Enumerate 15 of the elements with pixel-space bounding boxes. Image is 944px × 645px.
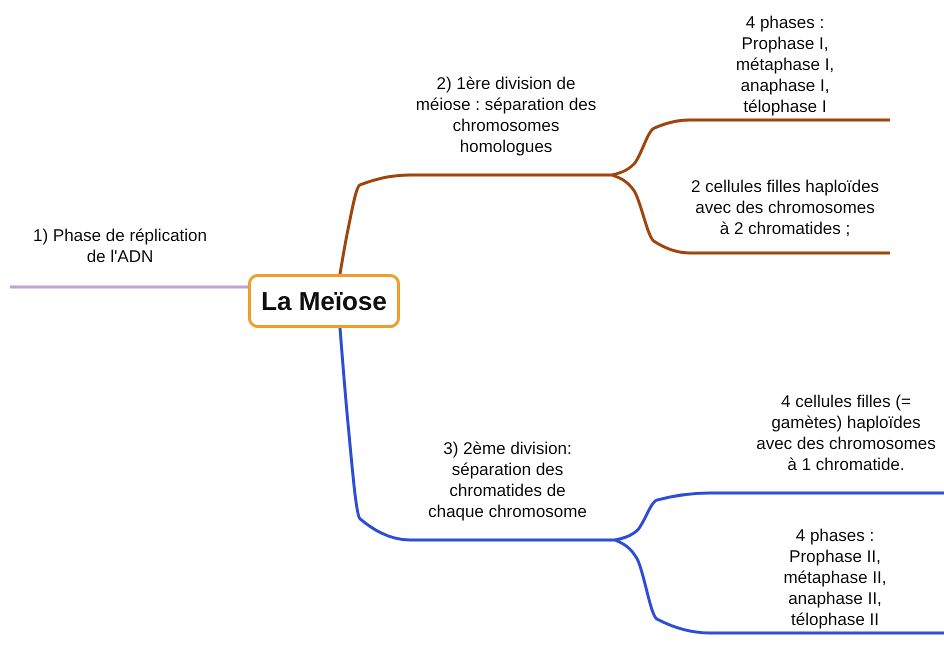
branch-label: 1) Phase de réplication de l'ADN bbox=[10, 205, 230, 287]
branch-label: 2) 1ère division de méiose : séparation des chromosomes homologues bbox=[400, 50, 612, 175]
central-topic-box: La Meïose bbox=[248, 274, 400, 328]
branch-label: 4 phases : Prophase I, métaphase I, anaphase I, télophase I bbox=[680, 0, 890, 120]
branch-line bbox=[614, 538, 944, 634]
branch-line bbox=[10, 286, 248, 288]
branch-label: 2 cellules filles haploïdes avec des chromosomes à 2 chromatides ; bbox=[680, 135, 890, 253]
branch-line bbox=[338, 174, 612, 274]
branch-label: 4 cellules filles (= gamètes) haploïdes avec des chromosomes à 1 chromatide. bbox=[700, 345, 944, 493]
branch-line bbox=[612, 118, 890, 176]
branch-label: 4 phases : Prophase II, métaphase II, anaphase II, télophase II bbox=[700, 515, 944, 633]
branch-label: 3) 2ème division: séparation des chromatides de chaque chromosome bbox=[400, 418, 615, 540]
branch-line bbox=[614, 492, 944, 542]
branch-line bbox=[338, 328, 615, 542]
branch-line bbox=[611, 174, 890, 254]
